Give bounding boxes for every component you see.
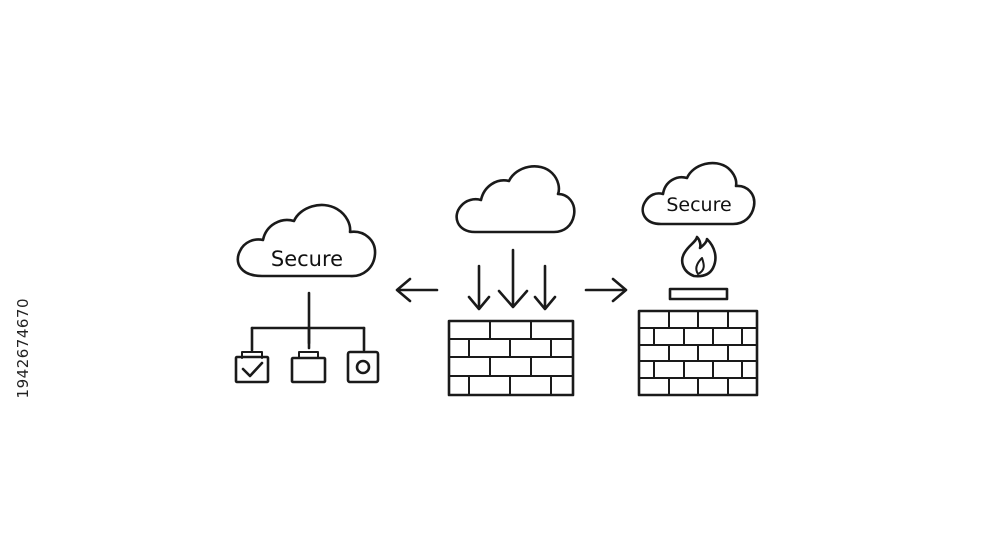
left-cloud-label: Secure — [271, 247, 343, 271]
device-locked-icon — [290, 351, 327, 384]
stock-id-label: 1942674670 — [14, 298, 32, 399]
right-firewall-icon — [637, 309, 759, 397]
arrow-left-icon — [395, 277, 439, 303]
network-tree — [250, 291, 366, 352]
incoming-traffic-arrows — [467, 248, 557, 311]
left-secure-cloud: Secure — [236, 203, 377, 278]
right-secure-cloud: Secure — [641, 161, 756, 226]
center-firewall-icon — [447, 319, 575, 397]
device-target-icon — [346, 350, 380, 384]
flame-icon — [681, 235, 717, 278]
device-checked-icon — [234, 351, 270, 384]
right-cloud-label: Secure — [666, 194, 731, 216]
center-cloud — [455, 165, 576, 234]
arrow-right-icon — [584, 277, 628, 303]
flame-base — [668, 287, 729, 301]
